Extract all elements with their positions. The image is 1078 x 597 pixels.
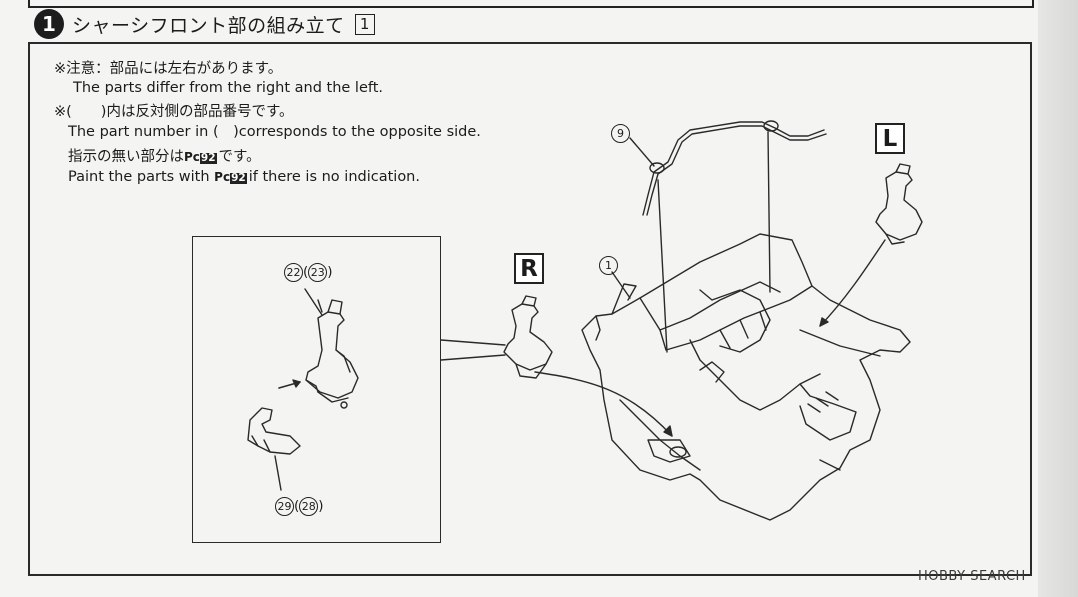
callout-29-28: 29(28) [275,497,324,516]
arrowhead-r [663,425,673,437]
note-en-1: The parts differ from the right and the … [73,80,384,96]
watermark: HOBBY SEARCH [918,569,1026,584]
pc-label-en: Pc [214,170,231,184]
callout-9: 9 [611,124,630,143]
arrowhead-29 [292,379,301,388]
arrowhead-l [819,317,829,327]
callout-1-wrap: 1 [599,256,618,275]
page-edge [1038,0,1078,597]
callout-23: 23 [308,263,328,282]
note-en-3-post: if there is no indication. [248,169,420,185]
arrow-r-to-chassis [534,371,673,437]
note-en-3-pre: Paint the parts with [68,169,210,185]
instruction-frame [28,42,1032,576]
chassis-front-drawing [581,233,911,521]
part-9-rod [642,120,827,216]
guide-line-9a [657,179,668,353]
step-number: 1 [34,9,64,39]
inset-connector [440,339,506,361]
note-en-2: The part number in ( )corresponds to the… [68,124,481,140]
callout-9-wrap: 9 [611,124,630,143]
pc-label: Pc [184,150,200,164]
note-jp-2: ※( )内は反対側の部品番号です。 [54,104,294,120]
part-22-drawing [305,299,359,409]
top-rule [28,0,1034,8]
leader-1 [611,271,631,299]
step-header: 1 シャーシフロント部の組み立て 1 [34,8,375,40]
side-label-left: L [875,123,905,154]
pc-number: 92 [199,152,217,164]
part-29-drawing [247,407,301,455]
note-jp-3-post: です。 [218,149,261,165]
step-box-number: 1 [354,13,375,35]
callout-22-23: 22(23) [284,263,333,282]
leader-22 [304,288,323,316]
note-jp-3-pre: 指示の無い部分は [68,149,184,165]
guide-line-9b [767,131,771,293]
leader-29 [274,455,282,491]
leader-9 [629,137,655,167]
callout-28: 28 [299,497,319,516]
part-l-drawing [875,163,923,245]
callout-1: 1 [599,256,618,275]
part-r-drawing [503,295,553,379]
arrow-l-to-chassis [819,239,886,327]
callout-29: 29 [275,497,294,516]
pc-number-en: 92 [230,172,247,184]
detail-inset [192,236,441,543]
callout-22: 22 [284,263,303,282]
step-title: シャーシフロント部の組み立て [72,14,345,37]
note-jp-1: ※注意：部品には左右があります。 [54,61,283,77]
side-label-right: R [514,253,544,284]
